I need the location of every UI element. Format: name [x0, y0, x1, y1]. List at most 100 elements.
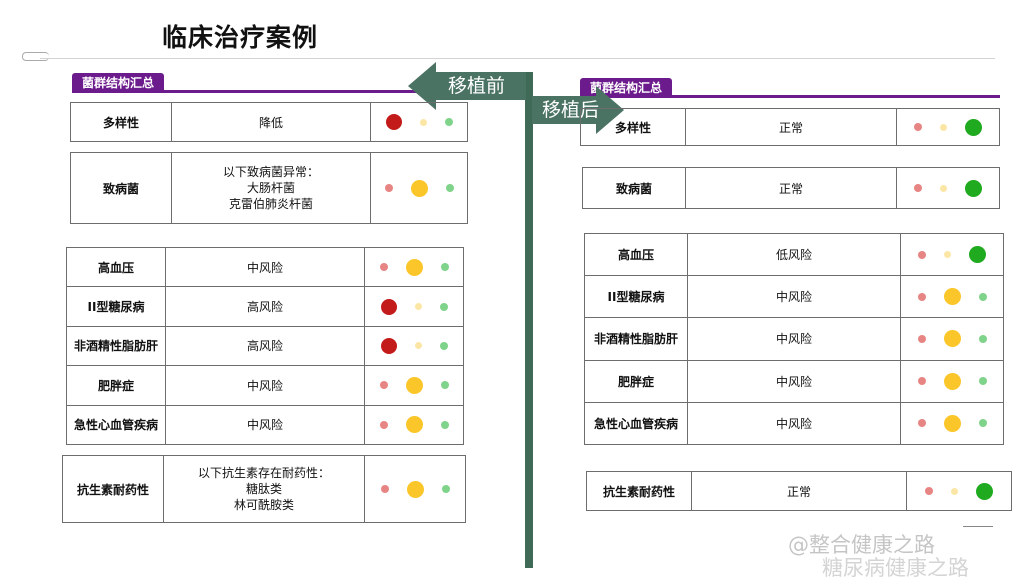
before-diversity-label: 多样性 — [70, 102, 172, 142]
yellow-dot — [414, 303, 422, 311]
risk-indicator — [371, 114, 467, 130]
yellow-dot-active — [405, 258, 423, 276]
green-dot — [444, 118, 453, 126]
red-dot — [914, 184, 922, 192]
right-section-rule — [580, 95, 1000, 98]
after-resistance-table: 抗生素耐药性 正常 — [586, 471, 1012, 511]
green-dot-active — [969, 246, 986, 264]
before-diversity-table: 多样性 降低 — [70, 102, 468, 142]
green-dot — [440, 420, 449, 429]
watermark-line1: @整合健康之路 — [788, 533, 935, 557]
after-diversity-value: 正常 — [685, 108, 897, 146]
risk-indicator — [365, 298, 463, 315]
after-resistance-label: 抗生素耐药性 — [586, 471, 692, 511]
risk-indicator — [365, 376, 463, 394]
disease-value: 中风险 — [165, 246, 365, 288]
risk-indicator — [901, 246, 1003, 264]
after-pathogen-label: 致病菌 — [582, 167, 686, 209]
yellow-dot-active — [405, 416, 423, 434]
before-disease-table: 高血压 中风险 II型糖尿病 高风险 非酒精性脂肪肝 高风险 肥胖症 中风险 急… — [66, 246, 464, 446]
resistance-line-3: 林可酰胺类 — [233, 498, 294, 512]
watermark-line2: 糖尿病健康之路 — [822, 556, 969, 580]
yellow-dot — [940, 123, 947, 131]
risk-indicator — [901, 330, 1003, 348]
green-dot-active — [976, 482, 993, 500]
red-dot — [917, 377, 926, 386]
red-dot — [379, 381, 388, 390]
disease-value: 低风险 — [687, 232, 901, 277]
yellow-dot-active — [943, 414, 961, 432]
yellow-dot-active — [943, 288, 961, 306]
resistance-line-2: 糖肽类 — [245, 482, 282, 496]
yellow-dot — [940, 184, 947, 192]
red-dot — [380, 485, 389, 493]
after-resistance-value: 正常 — [691, 471, 907, 511]
disease-label: 急性心血管疾病 — [584, 401, 688, 446]
page-title: 临床治疗案例 — [162, 23, 319, 52]
risk-indicator — [901, 288, 1003, 306]
disease-label: 肥胖症 — [584, 359, 688, 403]
disease-value: 中风险 — [165, 404, 365, 446]
before-pathogen-label: 致病菌 — [70, 152, 172, 224]
disease-value: 中风险 — [687, 401, 901, 446]
red-dot — [379, 263, 388, 272]
disease-value: 中风险 — [687, 317, 901, 361]
red-dot — [384, 184, 393, 192]
green-dot-active — [965, 118, 982, 136]
before-resistance-label: 抗生素耐药性 — [62, 455, 164, 523]
before-resistance-detail: 以下抗生素存在耐药性： 糖肽类 林可酰胺类 — [163, 455, 365, 523]
red-dot — [917, 334, 926, 343]
green-dot — [978, 334, 987, 343]
yellow-dot-active — [410, 179, 428, 197]
green-dot — [445, 184, 454, 192]
green-dot — [978, 377, 987, 386]
title-underline — [40, 58, 995, 59]
disease-label: 高血压 — [584, 232, 688, 277]
red-dot — [917, 292, 926, 301]
before-resistance-table: 抗生素耐药性 以下抗生素存在耐药性： 糖肽类 林可酰胺类 — [62, 455, 466, 523]
resistance-line-1: 以下抗生素存在耐药性： — [197, 466, 330, 480]
pathogen-line-2: 大肠杆菌 — [246, 181, 295, 195]
green-dot — [440, 263, 449, 272]
after-pathogen-table: 致病菌 正常 — [582, 167, 1000, 209]
yellow-dot — [951, 487, 958, 495]
disease-value: 高风险 — [165, 325, 365, 367]
risk-indicator — [901, 414, 1003, 432]
risk-indicator — [907, 482, 1011, 500]
red-dot-active — [385, 114, 402, 130]
yellow-dot — [944, 251, 951, 259]
disease-label: 肥胖症 — [66, 365, 166, 406]
after-diversity-table: 多样性 正常 — [580, 108, 1000, 146]
disease-label: 急性心血管疾病 — [66, 404, 166, 446]
green-dot — [978, 419, 987, 428]
after-disease-table: 高血压 低风险 II型糖尿病 中风险 非酒精性脂肪肝 中风险 肥胖症 中风险 急… — [584, 232, 1004, 446]
yellow-dot — [414, 342, 422, 350]
disease-value: 高风险 — [165, 286, 365, 327]
risk-indicator — [365, 258, 463, 276]
disease-label: 非酒精性脂肪肝 — [66, 325, 166, 367]
red-dot — [379, 420, 388, 429]
risk-indicator — [365, 416, 463, 434]
disease-value: 中风险 — [687, 359, 901, 403]
green-dot — [441, 485, 450, 493]
disease-label: II型糖尿病 — [584, 275, 688, 319]
red-dot — [917, 419, 926, 428]
pathogen-line-3: 克雷伯肺炎杆菌 — [228, 197, 313, 211]
center-divider — [525, 72, 533, 568]
disease-label: 高血压 — [66, 246, 166, 288]
green-dot — [439, 302, 448, 311]
green-dot — [439, 341, 448, 350]
left-section-rule — [72, 90, 520, 93]
red-dot-active — [380, 298, 397, 315]
before-diversity-value: 降低 — [171, 102, 371, 142]
before-pathogen-detail: 以下致病菌异常： 大肠杆菌 克雷伯肺炎杆菌 — [171, 152, 371, 224]
disease-label: II型糖尿病 — [66, 286, 166, 327]
before-pathogen-table: 致病菌 以下致病菌异常： 大肠杆菌 克雷伯肺炎杆菌 — [70, 152, 468, 224]
disease-label: 非酒精性脂肪肝 — [584, 317, 688, 361]
pathogen-line-1: 以下致病菌异常： — [222, 165, 319, 179]
red-dot-active — [380, 337, 397, 354]
green-dot — [978, 292, 987, 301]
yellow-dot-active — [943, 372, 961, 390]
risk-indicator — [365, 337, 463, 354]
corner-decoration — [963, 526, 993, 527]
